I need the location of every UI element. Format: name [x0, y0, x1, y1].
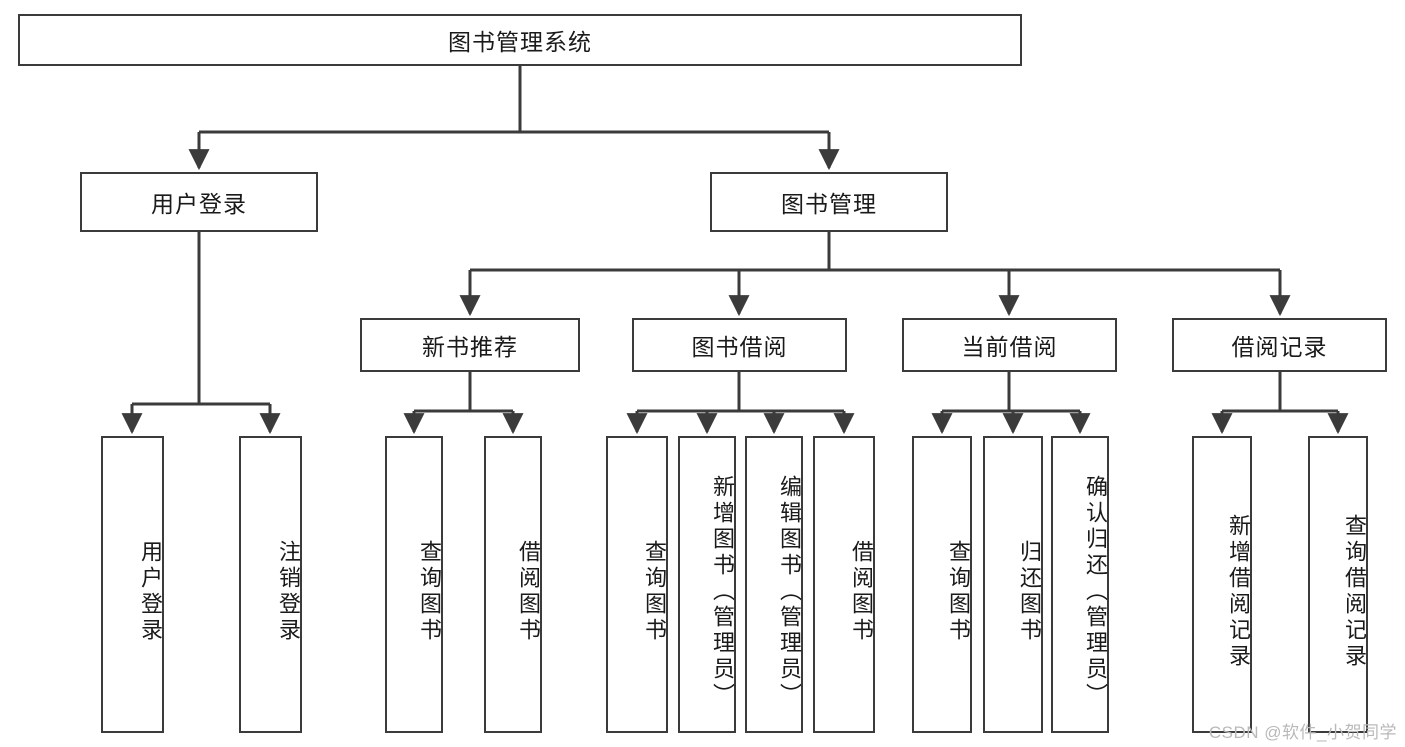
node-user-login-label: 用户登录: [151, 191, 247, 217]
leaf-user-login[interactable]: 用户登录: [101, 436, 164, 733]
leaf-user-login-label: 用户登录: [138, 539, 163, 644]
node-current-borrow-label: 当前借阅: [961, 334, 1058, 360]
leaf-borrow-book[interactable]: 借阅图书: [813, 436, 875, 733]
leaf-return-book[interactable]: 归还图书: [983, 436, 1043, 733]
leaf-borrow-book-newbook-label: 借阅图书: [516, 539, 541, 644]
leaf-add-borrow-record[interactable]: 新增借阅记录: [1192, 436, 1252, 733]
node-book-borrow[interactable]: 图书借阅: [632, 318, 847, 372]
leaf-add-borrow-record-label: 新增借阅记录: [1226, 513, 1251, 670]
leaf-edit-book-admin[interactable]: 编辑图书（管理员）: [745, 436, 803, 733]
node-new-book-recommend-label: 新书推荐: [422, 334, 518, 360]
node-root-label: 图书管理系统: [448, 29, 592, 55]
leaf-borrow-book-label: 借阅图书: [849, 539, 874, 644]
leaf-query-book-newbook[interactable]: 查询图书: [385, 436, 443, 733]
leaf-query-borrow-record[interactable]: 查询借阅记录: [1308, 436, 1368, 733]
watermark: CSDN @软件_小贺同学: [1208, 723, 1397, 742]
leaf-query-book-current[interactable]: 查询图书: [912, 436, 972, 733]
node-new-book-recommend[interactable]: 新书推荐: [360, 318, 580, 372]
leaf-logout-label: 注销登录: [276, 539, 301, 644]
leaf-borrow-book-newbook[interactable]: 借阅图书: [484, 436, 542, 733]
node-book-management[interactable]: 图书管理: [710, 172, 948, 232]
leaf-confirm-return-admin[interactable]: 确认归还（管理员）: [1051, 436, 1109, 733]
leaf-add-book-admin-label: 新增图书（管理员）: [710, 474, 735, 709]
leaf-query-borrow-record-label: 查询借阅记录: [1342, 513, 1367, 670]
node-book-management-label: 图书管理: [781, 191, 877, 217]
leaf-add-book-admin[interactable]: 新增图书（管理员）: [678, 436, 736, 733]
node-user-login[interactable]: 用户登录: [80, 172, 318, 232]
leaf-logout[interactable]: 注销登录: [239, 436, 302, 733]
leaf-confirm-return-admin-label: 确认归还（管理员）: [1083, 474, 1108, 709]
leaf-query-book-current-label: 查询图书: [946, 539, 971, 644]
node-borrow-record-label: 借阅记录: [1231, 334, 1328, 360]
node-book-borrow-label: 图书借阅: [691, 334, 788, 360]
leaf-query-book-newbook-label: 查询图书: [417, 539, 442, 644]
node-root[interactable]: 图书管理系统: [18, 14, 1022, 66]
node-borrow-record[interactable]: 借阅记录: [1172, 318, 1387, 372]
leaf-query-book-borrow[interactable]: 查询图书: [606, 436, 668, 733]
leaf-return-book-label: 归还图书: [1017, 539, 1042, 644]
leaf-edit-book-admin-label: 编辑图书（管理员）: [777, 474, 802, 709]
node-current-borrow[interactable]: 当前借阅: [902, 318, 1117, 372]
leaf-query-book-borrow-label: 查询图书: [642, 539, 667, 644]
